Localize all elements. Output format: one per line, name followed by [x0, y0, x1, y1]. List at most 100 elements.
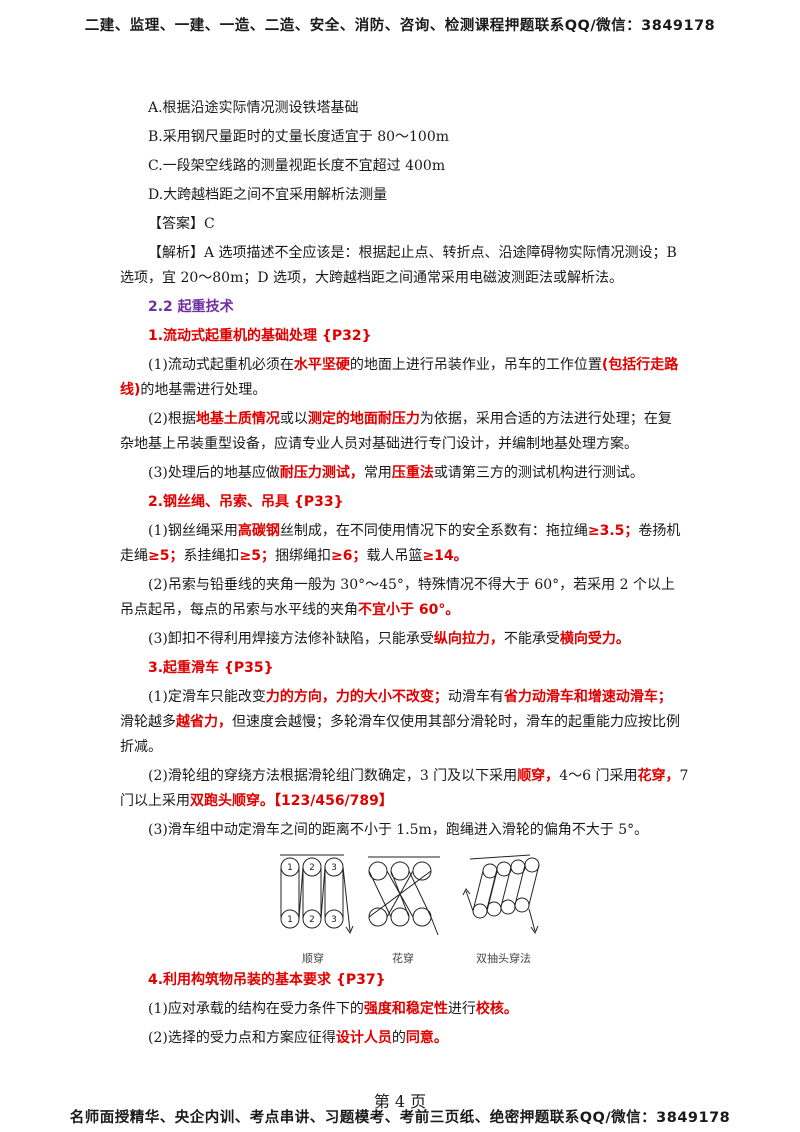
paragraph-2-line-2: 杂地基上吊装重型设备，应请专业人员对基础进行专门设计，并编制地基处理方案。	[120, 436, 638, 452]
text: 或以	[279, 411, 308, 427]
text: 丝制成，在不同使用情况下的安全系数有：拖拉绳	[279, 523, 588, 539]
highlight: ≥6；	[330, 548, 367, 564]
paragraph-1-line-2: 线)的地基需进行处理。	[120, 378, 680, 403]
text: (2)滑轮组的穿绕方法根据滑轮组门数确定，3 门及以下采用	[148, 768, 518, 784]
text: 走绳	[120, 548, 148, 564]
text: 卷扬机	[638, 523, 681, 539]
text: 进行	[447, 1001, 476, 1017]
text: 载人吊篮	[366, 548, 423, 564]
top-beam	[469, 854, 531, 860]
paragraph-8-line-2: 门以上采用双跑头顺穿。【123/456/789】	[120, 789, 680, 814]
highlight: 花穿，	[637, 768, 680, 784]
text: 捆绑绳扣	[274, 548, 331, 564]
highlight: 力的方向，力的大小不改变；	[265, 689, 448, 705]
text: (1)钢丝绳采用	[148, 523, 238, 539]
highlight: 设计人员	[335, 1030, 392, 1046]
caption-double-lead: 双抽头穿法	[476, 952, 531, 965]
highlight: 水平坚硬	[293, 357, 350, 373]
option-b: B.采用钢尺量距时的丈量长度适宜于 80～100m	[148, 129, 449, 145]
text: (1)流动式起重机必须在	[148, 357, 294, 373]
text: 的	[391, 1030, 406, 1046]
highlight: 地基土质情况	[195, 411, 280, 427]
text: 不能承受	[503, 631, 560, 647]
caption-cross: 花穿	[392, 952, 414, 965]
pulley	[524, 857, 540, 873]
paragraph-7-line-2: 滑轮越多越省力，但速度会越慢；多轮滑车仅使用其部分滑轮时，滑车的起重能力应按比例	[120, 710, 680, 735]
highlight: 测定的地面耐压力	[307, 411, 420, 427]
text: 7	[679, 768, 689, 784]
option-d: D.大跨越档距之间不宜采用解析法测量	[148, 187, 388, 203]
figure-captions: 顺穿 花穿 双抽头穿法	[280, 946, 680, 965]
text: 为依据，采用合适的方法进行处理；在复	[419, 411, 672, 427]
highlight: (包括行走路	[601, 357, 679, 373]
paragraph-8-line-1: (2)滑轮组的穿绕方法根据滑轮组门数确定，3 门及以下采用顺穿，4～6 门采用花…	[120, 764, 688, 789]
pulley-number: 1	[287, 915, 293, 925]
highlight: ≥14。	[422, 548, 468, 564]
caption-straight: 顺穿	[302, 952, 324, 965]
highlight: 校核。	[475, 1001, 518, 1017]
highlight: 高碳钢	[237, 523, 280, 539]
pulley	[500, 899, 516, 915]
paragraph-3: (3)处理后的地基应做耐压力测试，常用压重法或请第三方的测试机构进行测试。	[120, 461, 680, 486]
highlight: ≥3.5；	[587, 523, 639, 539]
text: 吊点起吊，每点的吊索与水平线的夹角	[120, 602, 358, 618]
highlight: 同意。	[405, 1030, 448, 1046]
heading-1: 1.流动式起重机的基础处理 {P32}	[148, 328, 372, 344]
analysis-line-2: 选项，宜 20～80m；D 选项，大跨越档距之间通常采用电磁波测距法或解析法。	[120, 270, 624, 286]
highlight: 纵向拉力，	[433, 631, 504, 647]
text: 门以上采用	[120, 793, 190, 809]
text: (3)处理后的地基应做	[148, 465, 280, 481]
answer: 【答案】C	[148, 216, 215, 232]
text: 系挂绳扣	[183, 548, 240, 564]
text: (2)选择的受力点和方案应征得	[148, 1030, 336, 1046]
highlight: 顺穿，	[517, 768, 560, 784]
highlight: 横向受力。	[559, 631, 630, 647]
heading-3: 3.起重滑车 {P35}	[148, 660, 274, 676]
paragraph-9: (3)滑车组中动定滑车之间的距离不小于 1.5m，跑绳进入滑轮的偏角不大于 5°…	[148, 822, 649, 838]
option-c: C.一段架空线路的测量视距长度不宜超过 400m	[148, 158, 446, 174]
hoist-rope	[430, 916, 439, 936]
text: 但速度会越慢；多轮滑车仅使用其部分滑轮时，滑车的起重能力应按比例	[232, 714, 680, 730]
heading-2: 2.钢丝绳、吊索、吊具 {P33}	[148, 494, 344, 510]
paragraph-2-line-1: (2)根据地基土质情况或以测定的地面耐压力为依据，采用合适的方法进行处理；在复	[120, 407, 680, 432]
paragraph-6: (3)卸扣不得利用焊接方法修补缺陷，只能承受纵向拉力，不能承受横向受力。	[120, 627, 680, 652]
highlight: ≥5；	[148, 548, 184, 564]
highlight: 压重法	[391, 465, 434, 481]
section-title: 2.2 起重技术	[148, 299, 234, 315]
page-number: 第 4 页	[373, 1092, 427, 1111]
paragraph-4-line-1: (1)钢丝绳采用高碳钢丝制成，在不同使用情况下的安全系数有：拖拉绳≥3.5；卷扬…	[120, 519, 680, 544]
highlight: 省力动滑车和增速动滑车；	[503, 689, 672, 705]
highlight: 强度和稳定性	[363, 1001, 448, 1017]
heading-4: 4.利用构筑物吊装的基本要求 {P37}	[148, 972, 386, 988]
hoist-rope	[342, 866, 351, 932]
text: 动滑车有	[447, 689, 504, 705]
paragraph-7-line-3: 折减。	[120, 739, 162, 755]
page-footer: 名师面授精华、央企内训、考点串讲、习题模考、考前三页纸、绝密押题联系QQ/微信：…	[69, 1110, 731, 1126]
text: 的地面上进行吊装作业，吊车的工作位置	[349, 357, 602, 373]
paragraph-4-line-2: 走绳≥5；系挂绳扣≥5；捆绑绳扣≥6；载人吊篮≥14。	[120, 544, 680, 569]
pulley-number: 3	[331, 915, 337, 925]
paragraph-10: (1)应对承载的结构在受力条件下的强度和稳定性进行校核。	[120, 997, 680, 1022]
analysis-line-1: 【解析】A 选项描述不全应该是：根据起止点、转折点、沿途障碍物实际情况测设；B	[148, 245, 677, 261]
highlight: 越省力，	[176, 714, 232, 730]
highlight: 线)	[120, 382, 141, 398]
arrow-icon	[530, 925, 539, 935]
pulley-diagram: 1 2 3 1 2 3	[280, 854, 540, 936]
paragraph-5-line-2: 吊点起吊，每点的吊索与水平线的夹角不宜小于 60°。	[120, 598, 680, 623]
pulley-number: 3	[331, 863, 337, 873]
highlight: ≥5；	[239, 548, 275, 564]
hoist-rope	[465, 890, 474, 912]
pulley-number: 1	[287, 863, 293, 873]
pulley-reeving-figure: 1 2 3 1 2 3 顺穿 花穿 双抽头穿法	[280, 851, 680, 965]
paragraph-11: (2)选择的受力点和方案应征得设计人员的同意。	[120, 1026, 680, 1051]
text: (1)应对承载的结构在受力条件下的	[148, 1001, 364, 1017]
arrow-icon	[345, 925, 354, 935]
pulley	[472, 903, 488, 919]
text: (1)定滑车只能改变	[148, 689, 266, 705]
paragraph-7-line-1: (1)定滑车只能改变力的方向，力的大小不改变；动滑车有省力动滑车和增速动滑车；	[120, 685, 680, 710]
highlight: 不宜小于 60°。	[358, 602, 460, 618]
text: 滑轮越多	[120, 714, 176, 730]
text: 4～6 门采用	[559, 768, 638, 784]
highlight: 耐压力测试，	[279, 465, 364, 481]
text: (3)卸扣不得利用焊接方法修补缺陷，只能承受	[148, 631, 434, 647]
